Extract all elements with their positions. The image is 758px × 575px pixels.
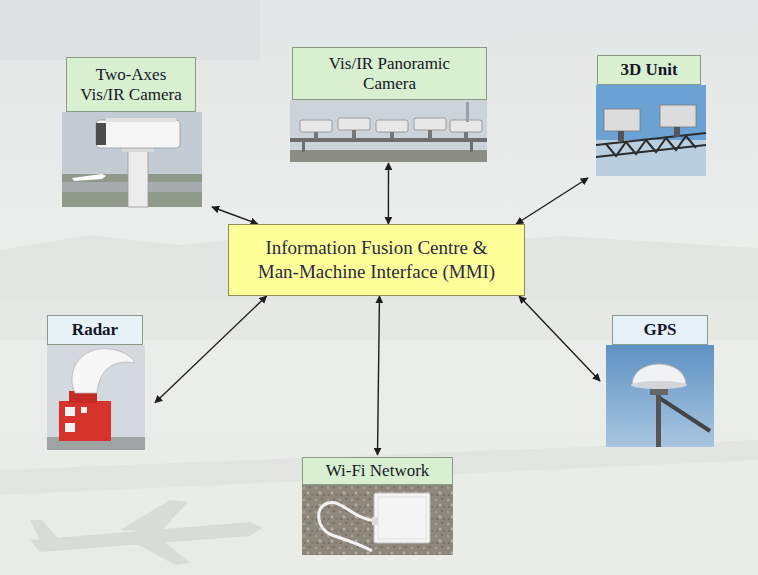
sensor-node: Two-Axes Vis/IR Camera	[62, 57, 202, 207]
sensor-node: Radar	[47, 315, 145, 450]
sensor-node: 3D Unit	[596, 55, 706, 176]
double-arrow	[378, 296, 380, 455]
wifi-antenna-photo	[302, 485, 453, 555]
pan-tilt-camera-photo	[62, 112, 202, 207]
sensor-node: GPS	[606, 315, 714, 447]
sensor-label-box: Two-Axes Vis/IR Camera	[66, 57, 196, 112]
sensor-label: 3D Unit	[620, 60, 677, 80]
sensor-label: GPS	[643, 320, 676, 340]
radar-photo	[47, 345, 145, 450]
sensor-label: Wi-Fi Network	[326, 461, 430, 481]
sensor-label: Vis/IR Panoramic Camera	[315, 54, 465, 93]
double-arrow	[519, 296, 600, 381]
double-arrow	[516, 178, 588, 224]
fusion-centre-box: Information Fusion Centre & Man-Machine …	[228, 224, 525, 296]
sensor-label-box: Wi-Fi Network	[302, 457, 453, 485]
sensor-label-box: 3D Unit	[597, 55, 701, 85]
sensor-node: Wi-Fi Network	[302, 457, 453, 555]
sensor-node: Vis/IR Panoramic Camera	[290, 47, 487, 162]
double-arrow	[388, 163, 390, 224]
sensor-label-box: Radar	[47, 315, 143, 345]
double-arrow	[212, 207, 258, 224]
sensor-label-box: GPS	[612, 315, 708, 345]
sensor-label-box: Vis/IR Panoramic Camera	[292, 47, 487, 100]
double-arrow	[155, 296, 267, 403]
gps-antenna-photo	[606, 345, 714, 447]
3d-unit-photo	[596, 85, 706, 176]
sensor-label: Two-Axes Vis/IR Camera	[72, 65, 190, 104]
centre-label: Information Fusion Centre & Man-Machine …	[239, 236, 514, 284]
sensor-label: Radar	[72, 320, 118, 340]
panoramic-camera-photo	[290, 100, 487, 162]
